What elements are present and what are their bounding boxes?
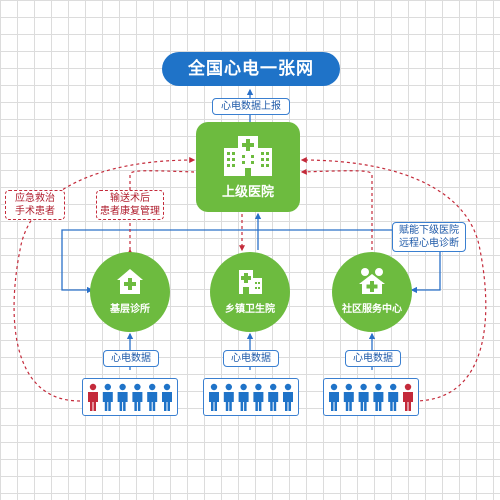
clinic-data-label: 心电数据 bbox=[103, 350, 159, 367]
person-icon bbox=[343, 383, 354, 411]
person-icon bbox=[223, 383, 234, 411]
hospital-building-icon bbox=[224, 136, 272, 176]
person-icon bbox=[238, 383, 249, 411]
township-hospital-label: 乡镇卫生院 bbox=[225, 304, 275, 315]
person-icon bbox=[132, 383, 143, 411]
person-icon bbox=[162, 383, 172, 411]
emergency-tag: 应急救治 手术患者 bbox=[5, 190, 65, 220]
clinic-house-icon bbox=[117, 269, 143, 294]
person-icon bbox=[403, 383, 413, 411]
person-icon bbox=[283, 383, 293, 411]
clinic-label: 基层诊所 bbox=[110, 304, 150, 315]
person-icon bbox=[88, 383, 98, 411]
clinic-node: 基层诊所 bbox=[90, 252, 170, 332]
upload-label: 心电数据上报 bbox=[212, 98, 290, 115]
remote-diagnosis-tag: 赋能下级医院 远程心电诊断 bbox=[392, 222, 466, 252]
person-icon bbox=[209, 383, 219, 411]
person-icon bbox=[117, 383, 128, 411]
township-hospital-node: 乡镇卫生院 bbox=[210, 252, 290, 332]
person-icon bbox=[102, 383, 113, 411]
person-icon bbox=[373, 383, 384, 411]
community-center-icon bbox=[359, 268, 385, 294]
community-data-label: 心电数据 bbox=[345, 350, 401, 367]
upper-hospital-label: 上级医院 bbox=[221, 185, 274, 200]
upper-hospital-node: 上级医院 bbox=[196, 122, 300, 212]
person-icon bbox=[388, 383, 399, 411]
rehab-tag: 输送术后 患者康复管理 bbox=[96, 190, 164, 220]
community-center-node: 社区服务中心 bbox=[332, 252, 412, 332]
township-data-label: 心电数据 bbox=[223, 350, 279, 367]
township-hospital-icon bbox=[239, 270, 262, 294]
network-title: 全国心电一张网 bbox=[162, 52, 340, 86]
person-icon bbox=[253, 383, 264, 411]
person-icon bbox=[329, 383, 339, 411]
patient-group-township bbox=[203, 378, 299, 416]
person-icon bbox=[147, 383, 158, 411]
patient-group-community bbox=[323, 378, 419, 416]
patient-group-clinic bbox=[82, 378, 178, 416]
community-center-label: 社区服务中心 bbox=[342, 304, 402, 315]
person-icon bbox=[268, 383, 279, 411]
person-icon bbox=[358, 383, 369, 411]
